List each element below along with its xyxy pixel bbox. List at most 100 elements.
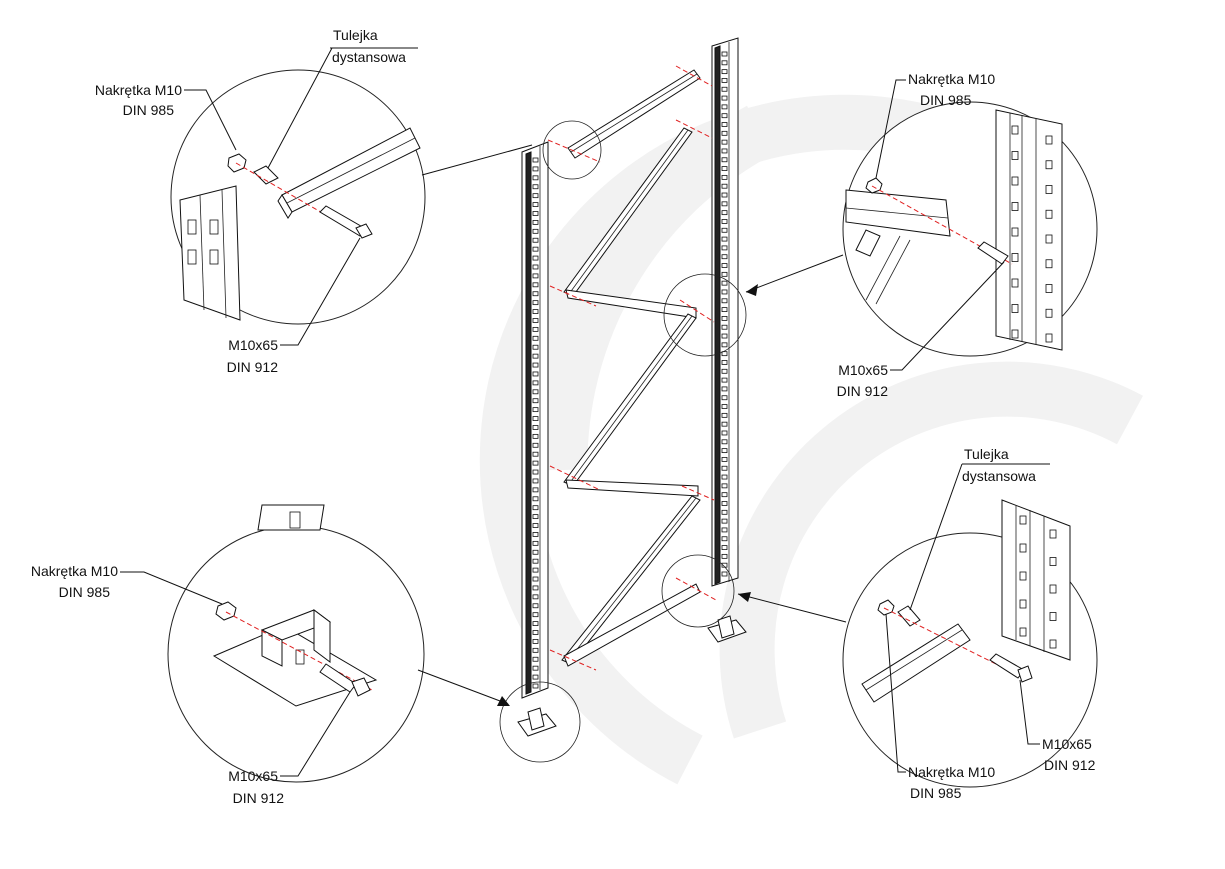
perforation-hole: [532, 175, 539, 181]
label-bolt-line1-top-right: M10x65: [838, 362, 888, 378]
label-sleeve-line2-bottom-right: dystansowa: [962, 468, 1036, 484]
perforation-hole: [532, 326, 539, 332]
perforation-hole: [721, 307, 728, 312]
perforation-hole: [721, 210, 728, 216]
main-bolt-axes: [547, 65, 717, 671]
label-nut-line1-top-left: Nakrętka M10: [95, 82, 182, 98]
perforation-hole: [1045, 135, 1053, 145]
perforation-hole: [1011, 329, 1019, 339]
perforation-hole: [1045, 284, 1053, 293]
perforation-hole: [721, 51, 728, 57]
perforation-hole: [1019, 543, 1027, 553]
base-plate-right: [707, 615, 747, 643]
perforation-hole: [532, 451, 539, 457]
rack-frame: [517, 37, 747, 737]
perforation-hole: [721, 289, 728, 295]
detail-marker-middle: [663, 273, 747, 357]
perforation-hole: [721, 474, 728, 480]
perforation-hole: [532, 246, 539, 252]
perforation-hole: [721, 166, 728, 171]
label-bolt-line2-top-left: DIN 912: [227, 359, 279, 375]
perforation-hole: [532, 318, 539, 323]
detail-view-bottom-left: [120, 504, 510, 783]
perforation-hole: [532, 362, 539, 368]
perforation-hole: [532, 469, 539, 475]
label-bolt-line2-bottom-right: DIN 912: [1044, 757, 1096, 773]
label-bolt-line2-top-right: DIN 912: [837, 383, 889, 399]
leader-top-right: [745, 254, 844, 293]
perforation-hole: [721, 86, 728, 92]
perforation-hole: [721, 386, 728, 392]
label-bolt-line1-top-left: M10x65: [228, 337, 278, 353]
perforation-hole: [721, 236, 728, 242]
perforation-hole: [721, 95, 728, 101]
perforation-hole: [721, 219, 728, 224]
arrowhead-bottom-right: [738, 592, 751, 602]
label-bolt-line1-bottom-left: M10x65: [228, 768, 278, 784]
perforation-hole: [532, 612, 539, 618]
perforation-hole: [532, 585, 539, 591]
right-upright: [711, 37, 739, 587]
perforation-hole: [721, 174, 728, 180]
perforation-hole: [721, 271, 728, 277]
perforation-hole: [532, 353, 539, 359]
perforation-hole: [532, 228, 539, 234]
bracing: [561, 69, 701, 667]
perforation-hole: [532, 273, 539, 279]
perforation-hole: [721, 412, 728, 418]
perforation-hole: [1049, 557, 1057, 566]
perforation-hole: [721, 316, 728, 321]
perforation-hole: [1049, 584, 1057, 594]
perforation-hole: [721, 509, 728, 515]
detail-view-top-right: [745, 79, 1098, 371]
label-nut-line2-top-left: DIN 985: [123, 102, 175, 118]
perforation-hole: [532, 621, 539, 626]
perforation-hole: [721, 157, 728, 163]
leader-bottom-right: [737, 593, 847, 623]
perforation-hole: [532, 567, 539, 573]
perforation-hole: [1011, 202, 1019, 211]
perforation-hole: [532, 496, 539, 502]
perforation-hole: [721, 130, 728, 136]
arrowhead-top-right: [746, 284, 758, 296]
perforation-hole: [721, 377, 728, 383]
detail-marker-bottom-left: [499, 681, 581, 763]
perforation-hole: [1045, 333, 1053, 343]
perforation-hole: [532, 514, 539, 520]
perforation-hole: [532, 630, 539, 635]
perforation-hole: [721, 439, 728, 445]
perforation-hole: [721, 501, 728, 506]
perforation-hole: [721, 465, 728, 471]
perforation-hole: [532, 532, 539, 537]
perforation-hole: [721, 360, 728, 365]
perforation-hole: [532, 255, 539, 261]
perforation-hole: [532, 389, 539, 395]
labels-top-right: Nakrętka M10 DIN 985 M10x65 DIN 912: [837, 71, 996, 399]
left-upright: [521, 141, 549, 699]
perforation-hole: [721, 183, 728, 189]
perforation-hole: [1011, 304, 1019, 313]
perforation-hole: [532, 166, 539, 172]
detail-view-bottom-right: [737, 463, 1098, 788]
perforation-hole: [532, 193, 539, 199]
detail-marker-top: [542, 120, 602, 180]
perforation-hole: [1045, 209, 1053, 219]
perforation-hole: [721, 404, 728, 409]
perforation-hole: [721, 263, 728, 268]
perforation-hole: [721, 457, 728, 462]
perforation-hole: [532, 442, 539, 448]
perforation-hole: [1011, 125, 1019, 135]
perforation-hole: [721, 227, 728, 233]
perforation-hole: [1019, 571, 1027, 581]
perforation-hole: [532, 202, 539, 207]
perforation-hole: [1019, 599, 1027, 609]
leader-top-left: [421, 144, 533, 176]
perforation-hole: [721, 69, 728, 75]
perforation-hole: [532, 460, 539, 466]
perforation-hole: [721, 78, 728, 83]
perforation-hole: [1045, 308, 1053, 318]
perforation-hole: [721, 139, 728, 145]
perforation-hole: [532, 407, 539, 413]
label-sleeve-line2-top-left: dystansowa: [332, 49, 406, 65]
